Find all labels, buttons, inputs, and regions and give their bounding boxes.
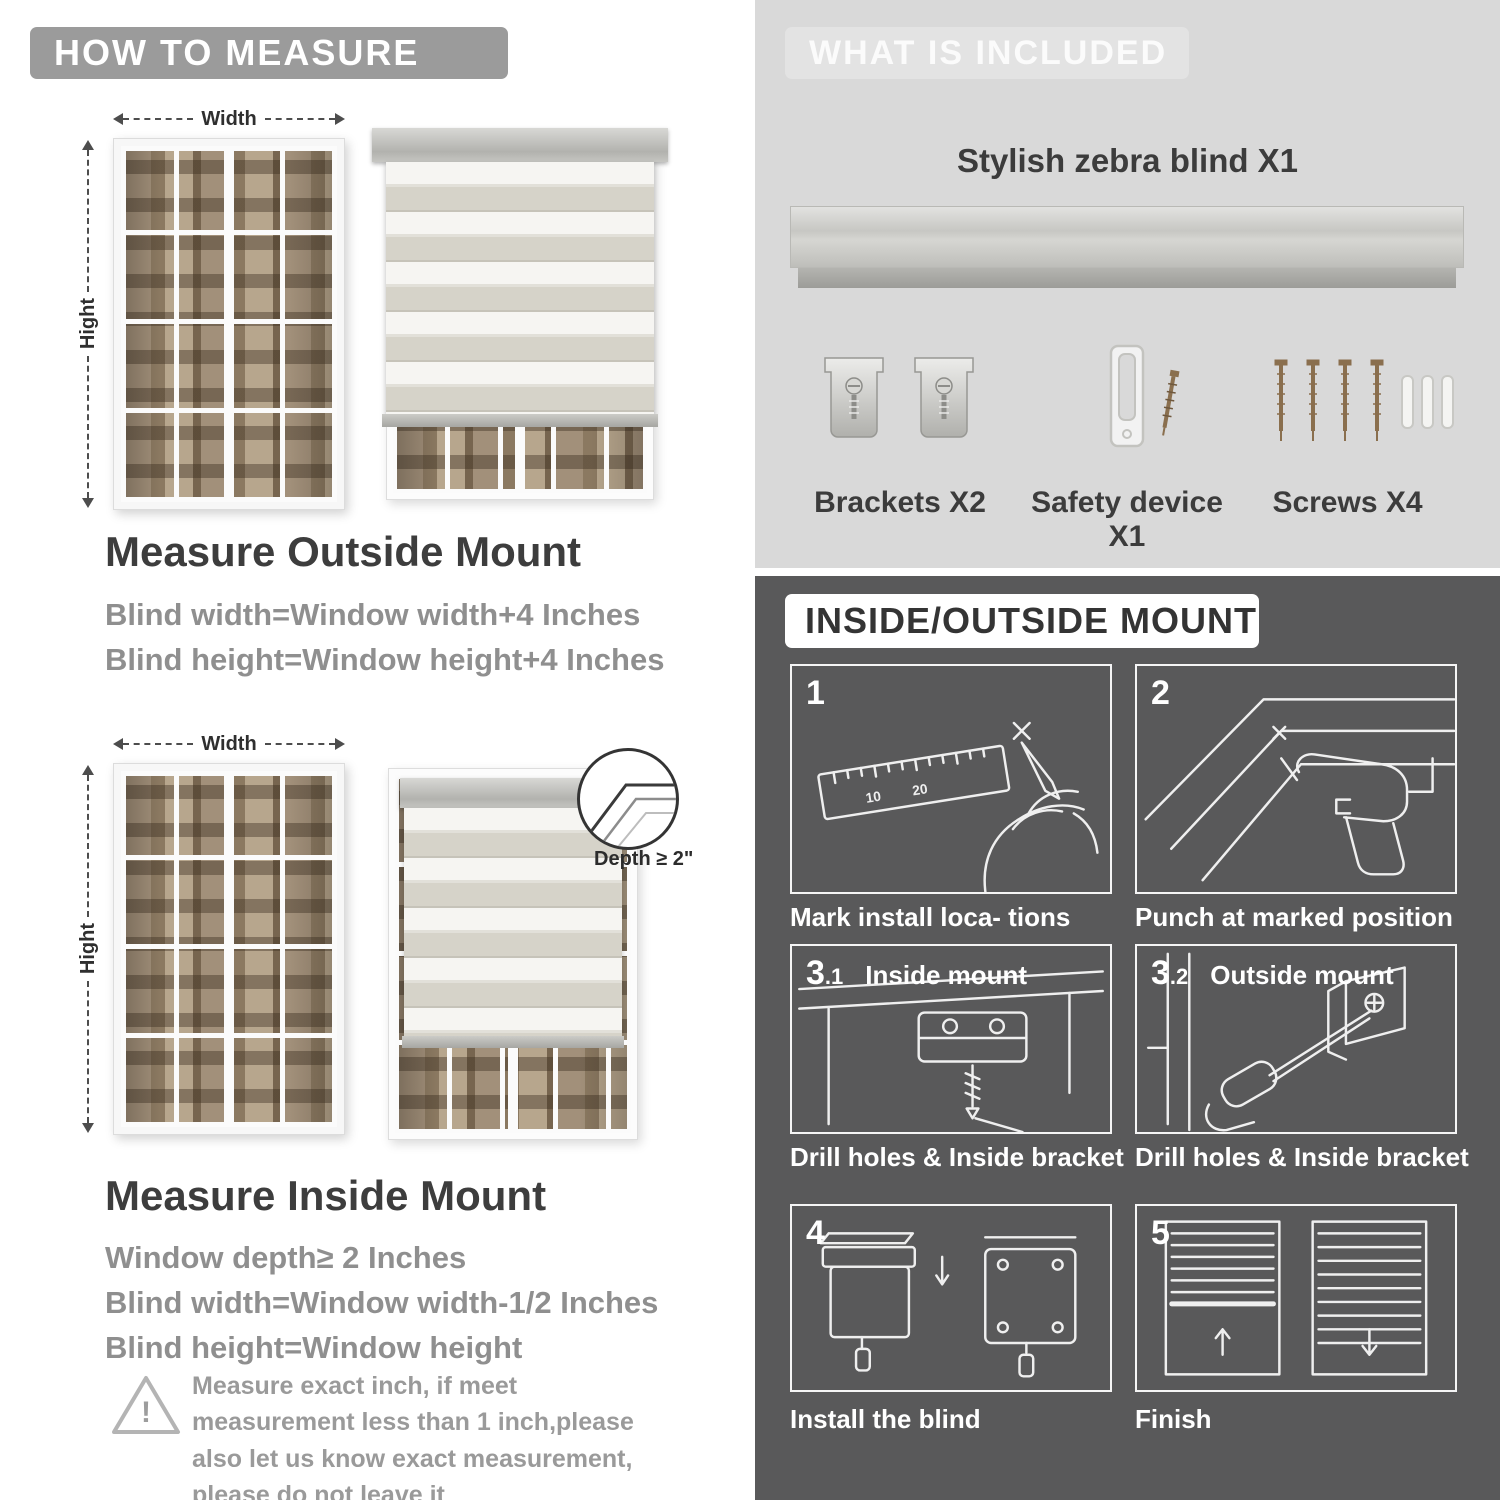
blind-bottom-rail	[382, 414, 658, 427]
width-label: Width	[201, 107, 257, 130]
width-arrow-inside: Width	[113, 732, 346, 755]
arrowhead-right-icon	[335, 738, 346, 750]
safety-device-icon	[1093, 342, 1203, 454]
screws-label: Screws X4	[1272, 486, 1423, 519]
step-number: 2	[1151, 674, 1170, 712]
arrowhead-down-icon	[82, 1123, 94, 1133]
depth-label: Depth ≥ 2"	[594, 848, 694, 870]
step-caption-2: Punch at marked position	[1135, 902, 1453, 932]
svg-text:20: 20	[911, 781, 929, 798]
step-panel-1: 1 10 20	[790, 664, 1112, 894]
blind-fabric-stripes	[404, 808, 622, 1036]
inside-mount-label: Inside mount	[865, 960, 1028, 990]
step-panel-2: 2	[1135, 664, 1457, 894]
inside-mount-heading: Measure Inside Mount	[105, 1172, 547, 1219]
height-arrow-outside: Hight	[76, 140, 100, 508]
window-illustration-outside	[113, 138, 345, 510]
brackets-label: Brackets X2	[814, 486, 986, 519]
step-caption-3-1: Drill holes & Inside bracket	[790, 1142, 1124, 1172]
arrowhead-up-icon	[82, 140, 94, 150]
blind-bottom-rail	[402, 1036, 624, 1048]
arrowhead-up-icon	[82, 765, 94, 775]
window-corner-depth-icon	[588, 783, 676, 847]
step-panel-3-2: 3.2 Outside mount	[1135, 944, 1457, 1134]
what-is-included-section: WHAT IS INCLUDED Stylish zebra blind X1	[755, 0, 1500, 568]
step-number: 1	[806, 674, 825, 712]
safety-device-label: Safety device X1	[1031, 486, 1223, 553]
outside-mount-label: Outside mount	[1210, 960, 1394, 990]
step-number: 5	[1151, 1214, 1170, 1252]
screws-icon	[1270, 358, 1460, 454]
blind-product-label: Stylish zebra blind X1	[956, 142, 1299, 179]
step-caption-1: Mark install loca- tions	[790, 902, 1071, 932]
outside-formula-1: Blind width=Window width+4 Inches	[105, 597, 641, 632]
arrowhead-down-icon	[82, 498, 94, 508]
blind-cassette	[372, 128, 668, 162]
step-number: 4	[806, 1214, 825, 1252]
warning-triangle-icon: !	[108, 1372, 184, 1440]
width-label: Width	[201, 732, 257, 755]
step-number: 3.2 Outside mount	[1151, 954, 1394, 992]
outside-mount-heading: Measure Outside Mount	[105, 528, 582, 575]
arrowhead-left-icon	[113, 738, 123, 750]
zebra-blind-headrail-image	[790, 206, 1464, 268]
inside-bracket-icon	[798, 970, 1104, 1134]
step-caption-4: Install the blind	[790, 1404, 981, 1434]
depth-callout-circle	[577, 748, 679, 850]
how-to-measure-title: HOW TO MEASURE	[54, 32, 420, 73]
outside-formula-2: Blind height=Window height+4 Inches	[105, 642, 665, 677]
finish-blinds-icon	[1164, 1220, 1428, 1376]
inside-formula-1: Window depth≥ 2 Inches	[105, 1240, 467, 1275]
mount-header: INSIDE/OUTSIDE MOUNT	[785, 594, 1259, 648]
inside-formula-2: Blind width=Window width-1/2 Inches	[105, 1285, 659, 1320]
what-is-included-title: WHAT IS INCLUDED	[809, 33, 1168, 72]
window-illustration-inside	[113, 763, 345, 1135]
arrowhead-right-icon	[335, 113, 346, 125]
brackets-icon	[817, 350, 981, 446]
exclamation-mark: !	[141, 1396, 151, 1429]
install-blind-icon	[819, 1232, 1077, 1378]
how-to-measure-section: HOW TO MEASURE Width Hight	[0, 0, 745, 1500]
warning-text: Measure exact inch, if meet measurement …	[192, 1372, 634, 1500]
height-label: Hight	[76, 298, 99, 350]
height-label: Hight	[76, 923, 99, 975]
ruler-marking-icon: 10 20	[817, 721, 1099, 894]
mount-title: INSIDE/OUTSIDE MOUNT	[805, 600, 1258, 641]
how-to-measure-header: HOW TO MEASURE	[30, 27, 508, 79]
mount-instructions-section: INSIDE/OUTSIDE MOUNT 1 10 20 Mark instal…	[755, 576, 1500, 1500]
inside-formula-3: Blind height=Window height	[105, 1330, 523, 1365]
step-caption-5: Finish	[1135, 1404, 1212, 1434]
window-grid	[121, 771, 337, 1127]
step-number: 3.1 Inside mount	[806, 954, 1028, 992]
width-arrow-outside: Width	[113, 107, 346, 130]
step-panel-4: 4	[790, 1204, 1112, 1392]
zebra-blind-illustration-inside	[388, 768, 638, 1140]
step-panel-3-1: 3.1 Inside mount	[790, 944, 1112, 1134]
height-arrow-inside: Hight	[76, 765, 100, 1133]
zebra-blind-illustration-outside	[372, 128, 668, 500]
what-is-included-header: WHAT IS INCLUDED	[785, 27, 1189, 79]
svg-text:10: 10	[865, 789, 883, 806]
step-caption-3-2: Drill holes & Inside bracket	[1135, 1142, 1469, 1172]
step-panel-5: 5	[1135, 1204, 1457, 1392]
arrowhead-left-icon	[113, 113, 123, 125]
drill-icon	[1144, 698, 1456, 882]
zebra-blind-headrail-lip	[798, 268, 1456, 288]
window-grid	[121, 146, 337, 502]
outside-bracket-icon	[1146, 952, 1406, 1132]
blind-fabric-stripes	[386, 162, 654, 414]
